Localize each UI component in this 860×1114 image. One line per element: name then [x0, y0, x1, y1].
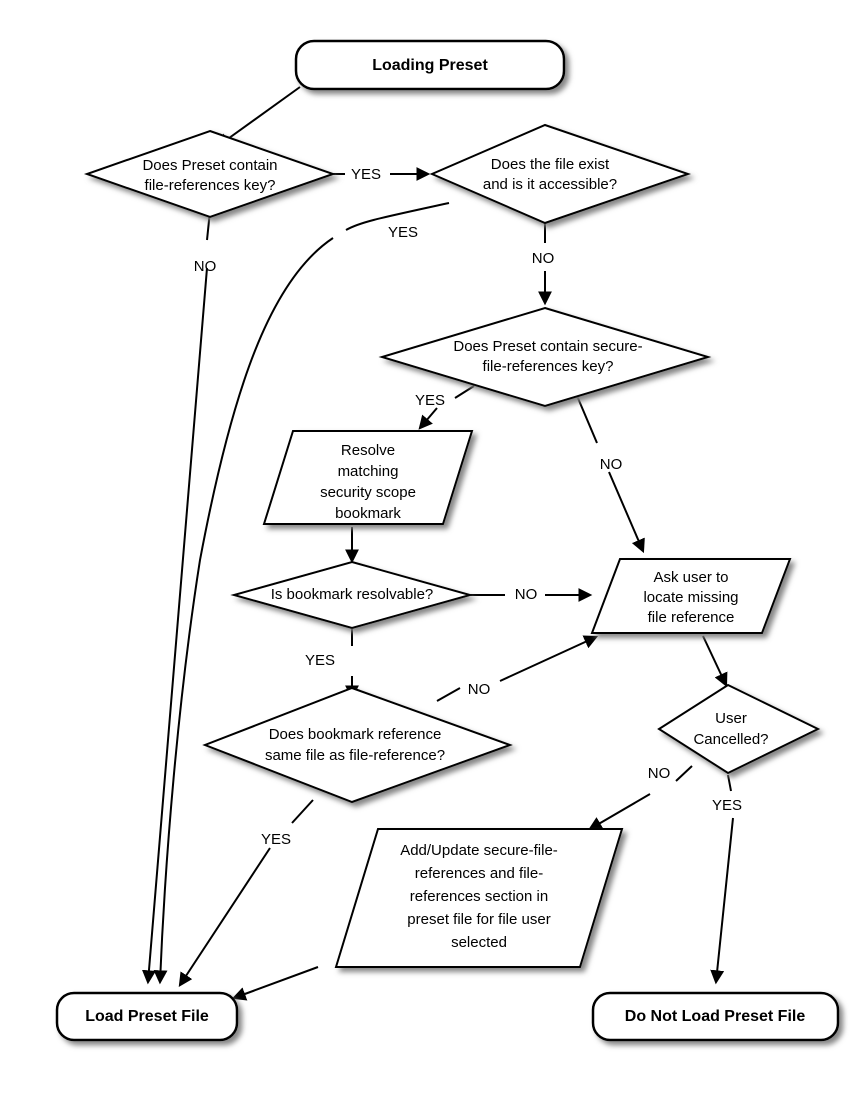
- edge-same-file-yes: [180, 799, 314, 985]
- edge-secure-yes: [420, 385, 475, 428]
- edge-label-file-exists-no: NO: [532, 250, 555, 267]
- node-addupdate-line5: selected: [451, 934, 507, 951]
- edge-label-same-file-no: NO: [468, 681, 491, 698]
- node-cancelled-line1: User: [715, 710, 747, 727]
- node-contains-fileref-line2: file-references key?: [145, 177, 276, 194]
- edge-label-resolvable-yes: YES: [305, 652, 335, 669]
- node-resolve-line3: security scope: [320, 484, 416, 501]
- node-secure-line2: file-references key?: [483, 358, 614, 375]
- node-samefile-line2: same file as file-reference?: [265, 747, 445, 764]
- edge-askuser-to-cancelled: [702, 635, 728, 688]
- edge-start-to-contains-fileref: [216, 86, 301, 148]
- node-file-exists-line1: Does the file exist: [491, 156, 610, 173]
- edge-contains-fileref-no: [148, 210, 211, 982]
- node-does-file-exist[interactable]: Does the file exist and is it accessible…: [429, 123, 692, 225]
- node-cancelled-line2: Cancelled?: [693, 731, 768, 748]
- node-is-bookmark-resolvable[interactable]: Is bookmark resolvable?: [230, 560, 474, 630]
- edge-label-contains-fileref-no: NO: [194, 258, 217, 275]
- node-addupdate-line4: preset file for file user: [407, 911, 550, 928]
- edge-label-cancelled-no: NO: [648, 765, 671, 782]
- edge-cancelled-yes: [716, 774, 734, 982]
- edge-label-resolvable-no: NO: [515, 586, 538, 603]
- node-start[interactable]: Loading Preset: [294, 39, 566, 91]
- node-load-preset-file[interactable]: Load Preset File: [55, 991, 239, 1042]
- node-load-preset-file-label: Load Preset File: [85, 1008, 209, 1025]
- node-start-label: Loading Preset: [372, 57, 488, 74]
- node-askuser-line3: file reference: [648, 609, 735, 626]
- node-does-preset-contain-secure-file-references[interactable]: Does Preset contain secure- file-referen…: [378, 306, 712, 408]
- node-resolve-line4: bookmark: [335, 505, 401, 522]
- edge-label-layer: YES NO YES NO YES NO NO YES NO YES NO YE…: [194, 166, 742, 848]
- node-secure-line1: Does Preset contain secure-: [453, 338, 642, 355]
- node-samefile-line1: Does bookmark reference: [269, 726, 442, 743]
- node-user-cancelled[interactable]: User Cancelled?: [657, 683, 821, 775]
- node-resolve-line1: Resolve: [341, 442, 395, 459]
- edge-addupdate-to-load: [231, 966, 319, 1001]
- node-addupdate-line3: references section in: [410, 888, 548, 905]
- edge-label-contains-fileref-yes: YES: [351, 166, 381, 183]
- node-contains-fileref-line1: Does Preset contain: [142, 157, 277, 174]
- node-askuser-line2: locate missing: [643, 589, 738, 606]
- edge-label-cancelled-yes: YES: [712, 797, 742, 814]
- edge-cancelled-no: [590, 765, 693, 829]
- node-ask-user-locate-file[interactable]: Ask user to locate missing file referenc…: [590, 558, 792, 634]
- node-does-bookmark-reference-same-file[interactable]: Does bookmark reference same file as fil…: [202, 686, 513, 804]
- edge-label-secure-yes: YES: [415, 392, 445, 409]
- node-resolve-line2: matching: [338, 463, 399, 480]
- node-file-exists-line2: and is it accessible?: [483, 176, 617, 193]
- node-does-preset-contain-file-references[interactable]: Does Preset contain file-references key?: [83, 129, 337, 219]
- node-add-update-references[interactable]: Add/Update secure-file- references and f…: [334, 828, 624, 968]
- edge-label-same-file-yes: YES: [261, 831, 291, 848]
- node-resolvable-line1: Is bookmark resolvable?: [271, 586, 434, 603]
- node-do-not-load-preset-file[interactable]: Do Not Load Preset File: [591, 991, 840, 1042]
- node-addupdate-line2: references and file-: [415, 865, 543, 882]
- edge-label-secure-no: NO: [600, 456, 623, 473]
- node-askuser-line1: Ask user to: [653, 569, 728, 586]
- edge-label-file-exists-yes: YES: [388, 224, 418, 241]
- node-do-not-load-preset-file-label: Do Not Load Preset File: [625, 1008, 806, 1025]
- node-resolve-bookmark[interactable]: Resolve matching security scope bookmark: [262, 430, 474, 525]
- edge-file-exists-yes: [160, 202, 450, 982]
- node-addupdate-line1: Add/Update secure-file-: [400, 842, 558, 859]
- edge-same-file-no: [436, 637, 596, 702]
